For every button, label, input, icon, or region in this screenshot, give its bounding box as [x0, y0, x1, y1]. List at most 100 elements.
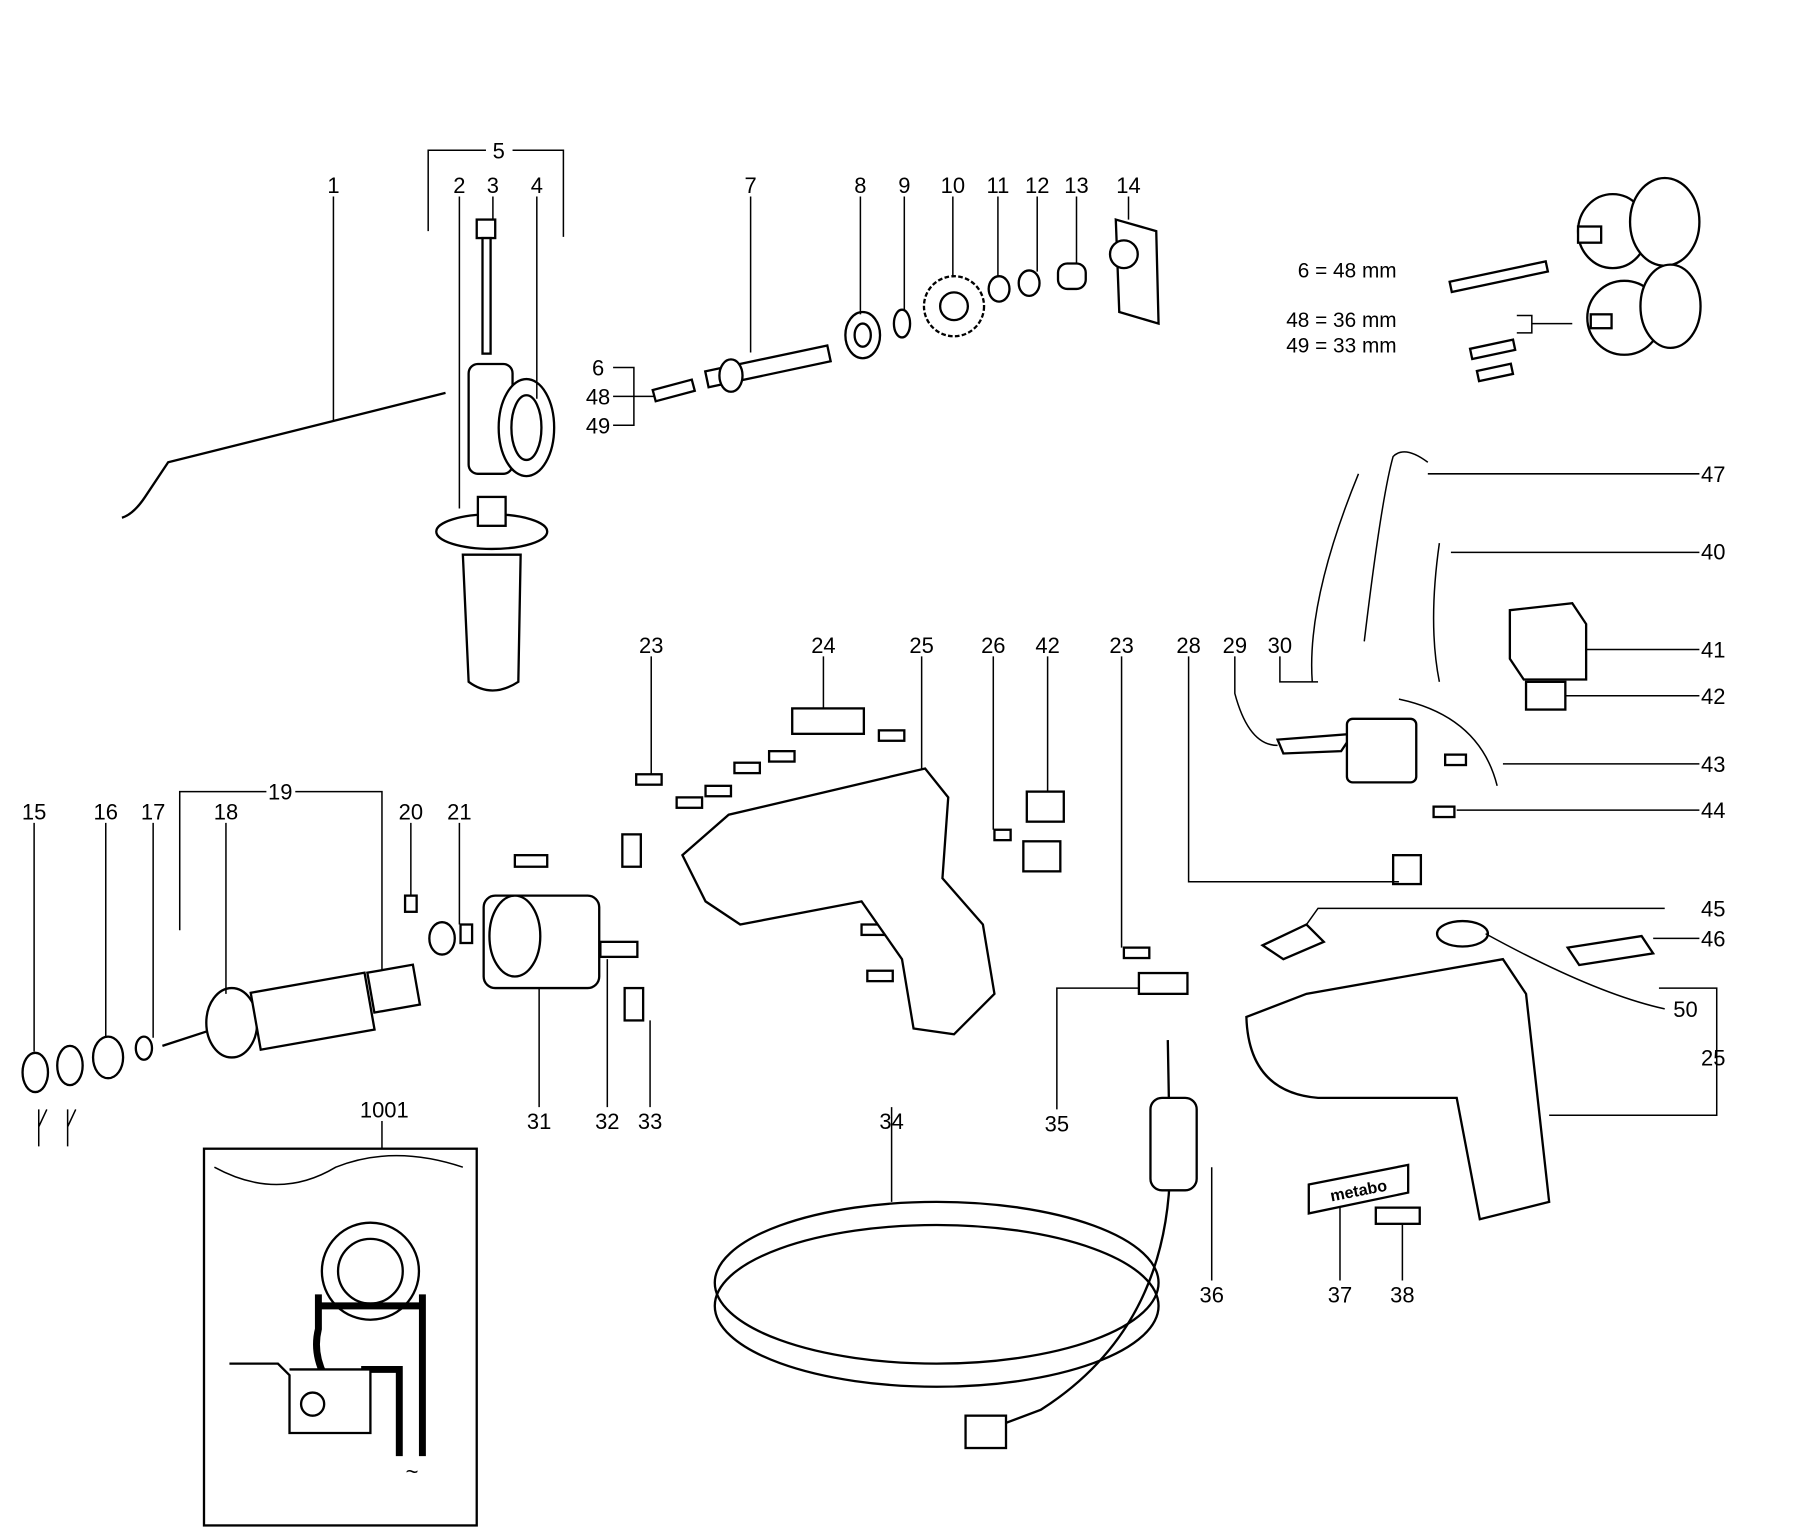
part-washer-11: [987, 275, 1011, 303]
part-assembled-housing: [1245, 957, 1551, 1221]
part-spindle: [703, 344, 833, 393]
part-field-coil: [482, 854, 601, 990]
part-brush-32: [599, 940, 639, 959]
callout-6: 6: [592, 356, 604, 381]
callout-17: 17: [141, 799, 165, 824]
part-holder-top: [621, 833, 642, 868]
part-screws-23: [635, 729, 1468, 983]
callout-4: 4: [531, 173, 543, 198]
part-bearing-8: [844, 310, 882, 360]
callout-30: 30: [1268, 633, 1292, 658]
callout-40: 40: [1701, 539, 1725, 564]
callout-25: 25: [909, 633, 933, 658]
part-pin-26: [993, 828, 1012, 842]
callout-26: 26: [981, 633, 1005, 658]
callout-33: 33: [638, 1109, 662, 1134]
part-label-24: [791, 707, 866, 735]
note-screw-6: 6 = 48 mm: [1298, 259, 1397, 282]
callout-46: 46: [1701, 926, 1725, 951]
callout-24: 24: [811, 633, 835, 658]
callout-42: 42: [1035, 633, 1059, 658]
callout-18: 18: [214, 799, 238, 824]
part-armature: [21, 963, 422, 1147]
callout-labels: 1 5 2 3 4 7 8 9 10 11 12 13 14 6 48 49 4…: [22, 138, 1726, 1307]
part-power-cable: [713, 1040, 1198, 1450]
callout-2: 2: [453, 173, 465, 198]
callout-48: 48: [586, 384, 610, 409]
part-switch: [1275, 717, 1418, 784]
part-retaining-ring: [892, 308, 912, 339]
callout-16: 16: [94, 799, 118, 824]
callout-44: 44: [1701, 798, 1725, 823]
callout-32: 32: [595, 1109, 619, 1134]
part-block-42a: [1025, 790, 1065, 823]
callout-34: 34: [879, 1109, 903, 1134]
callout-45: 45: [1701, 896, 1725, 921]
screw-length-notes: 6 = 48 mm 48 = 36 mm 49 = 33 mm: [1286, 259, 1396, 357]
callout-41: 41: [1701, 638, 1725, 663]
callout-9: 9: [898, 173, 910, 198]
part-45: [1260, 923, 1326, 961]
part-bolt: [475, 218, 497, 355]
callout-15: 15: [22, 799, 46, 824]
callout-31: 31: [527, 1109, 551, 1134]
part-keyless-chuck: [1448, 176, 1701, 294]
note-screw-48: 48 = 36 mm: [1286, 309, 1396, 332]
callout-8: 8: [854, 173, 866, 198]
callout-12: 12: [1025, 173, 1049, 198]
callout-29: 29: [1223, 633, 1247, 658]
part-side-handle: [435, 495, 549, 692]
callout-23-right: 23: [1109, 633, 1133, 658]
part-cable-clamp: [1137, 971, 1189, 996]
part-plate: [1108, 218, 1160, 326]
callout-1001: 1001: [360, 1098, 409, 1123]
callout-23-left: 23: [639, 633, 663, 658]
part-logo-plate: metabo: [1307, 1163, 1410, 1215]
callout-28: 28: [1176, 633, 1200, 658]
callout-21: 21: [447, 799, 471, 824]
callout-36: 36: [1200, 1282, 1224, 1307]
part-rating-plate: [1374, 1206, 1421, 1225]
leader-lines: [33, 149, 1718, 1281]
part-brush-28: [1391, 854, 1423, 886]
callout-43: 43: [1701, 752, 1725, 777]
part-depth-rod: [121, 391, 446, 519]
part-housing-half: [680, 767, 996, 1036]
part-wires: [1310, 451, 1498, 787]
callout-11: 11: [987, 173, 1010, 198]
note-screw-49: 49 = 33 mm: [1286, 334, 1396, 357]
part-gear: [922, 275, 986, 338]
part-block-41: [1508, 602, 1588, 681]
callout-35: 35: [1045, 1111, 1069, 1136]
callout-10: 10: [941, 173, 965, 198]
part-20: [403, 894, 418, 913]
callout-1: 1: [327, 173, 339, 198]
part-46: [1565, 934, 1656, 967]
part-21b: [459, 923, 474, 945]
callout-20: 20: [399, 799, 423, 824]
part-clamp: [467, 362, 556, 478]
part-bearing-21: [428, 921, 456, 956]
part-50: [1435, 919, 1490, 948]
callout-37: 37: [1328, 1282, 1352, 1307]
callout-7: 7: [745, 173, 757, 198]
part-key-chuck: [1468, 263, 1702, 383]
callout-3: 3: [487, 173, 499, 198]
part-washer-12: [1017, 269, 1041, 297]
ac-symbol: ~: [406, 1459, 419, 1484]
part-spring-13: [1056, 262, 1087, 291]
part-holder-33: [623, 986, 645, 1022]
part-chuck-screw: [651, 378, 697, 403]
callout-38: 38: [1390, 1282, 1414, 1307]
callout-50: 50: [1673, 997, 1697, 1022]
callout-5: 5: [493, 138, 505, 163]
wiring-inset: ~: [202, 1120, 478, 1527]
part-block-42c: [1524, 680, 1567, 711]
callout-47: 47: [1701, 462, 1725, 487]
callout-19: 19: [268, 780, 292, 805]
callout-13: 13: [1064, 173, 1088, 198]
callout-42-right: 42: [1701, 684, 1725, 709]
part-block-42b: [1022, 840, 1062, 873]
callout-14: 14: [1116, 173, 1140, 198]
